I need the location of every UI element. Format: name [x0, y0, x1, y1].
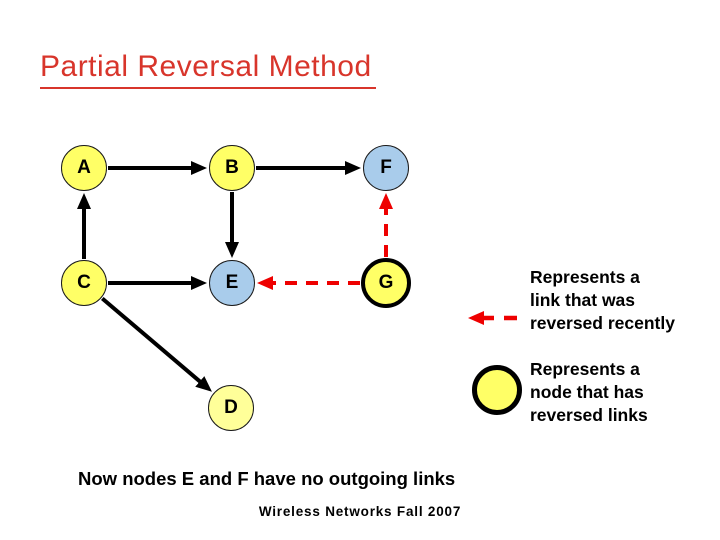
page-title: Partial Reversal Method [40, 50, 376, 89]
node-E: E [209, 260, 255, 306]
legend-line: Represents a [530, 359, 640, 379]
legend-line: reversed links [530, 405, 648, 425]
legend-line: node that has [530, 382, 644, 402]
legend-line: reversed recently [530, 313, 675, 333]
node-C: C [61, 260, 107, 306]
node-D: D [208, 385, 254, 431]
edge-C-to-D [101, 296, 212, 392]
slide-footer: Wireless Networks Fall 2007 [258, 504, 462, 519]
diagram-edges [77, 161, 393, 392]
legend-reversed-node-icon [472, 365, 522, 415]
node-G: G [361, 258, 411, 308]
node-A: A [61, 145, 107, 191]
legend-reversed-link-label: Represents a link that was reversed rece… [530, 266, 675, 335]
slide-statement: Now nodes E and F have no outgoing links [78, 468, 456, 489]
node-F: F [363, 145, 409, 191]
legend-line: link that was [530, 290, 636, 310]
legend-line: Represents a [530, 267, 640, 287]
legend-reversed-node-label: Represents a node that has reversed link… [530, 358, 648, 427]
node-B: B [209, 145, 255, 191]
